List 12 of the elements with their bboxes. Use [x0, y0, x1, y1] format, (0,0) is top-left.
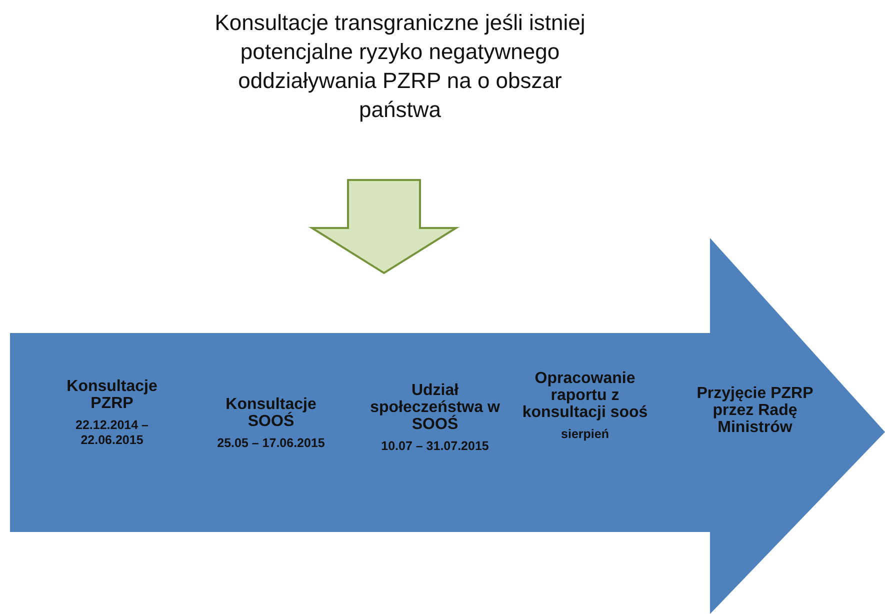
heading-text: Konsultacje transgraniczne jeśli istniej potencjalne ryzyko negatywnego oddziaływania PZRP na o obszar państwa — [214, 9, 586, 124]
stage-title: Konsultacje SOOŚ — [224, 396, 318, 430]
stage-title: Opracowanie raportu z konsultacji sooś — [521, 370, 649, 421]
stage-date: sierpień — [560, 427, 610, 442]
stage-date: 25.05 – 17.06.2015 — [216, 436, 326, 451]
timeline-arrow — [10, 238, 885, 614]
stage-title: Konsultacje PZRP — [66, 378, 158, 412]
stage-date: 10.07 – 31.07.2015 — [380, 439, 490, 454]
stage-title: Udział społeczeństwa w SOOŚ — [369, 382, 501, 433]
stage-title: Przyjęcie PZRP przez Radę Ministrów — [696, 385, 814, 436]
stage-date: 22.12.2014 – 22.06.2015 — [74, 418, 150, 448]
block-arrow — [308, 179, 460, 274]
